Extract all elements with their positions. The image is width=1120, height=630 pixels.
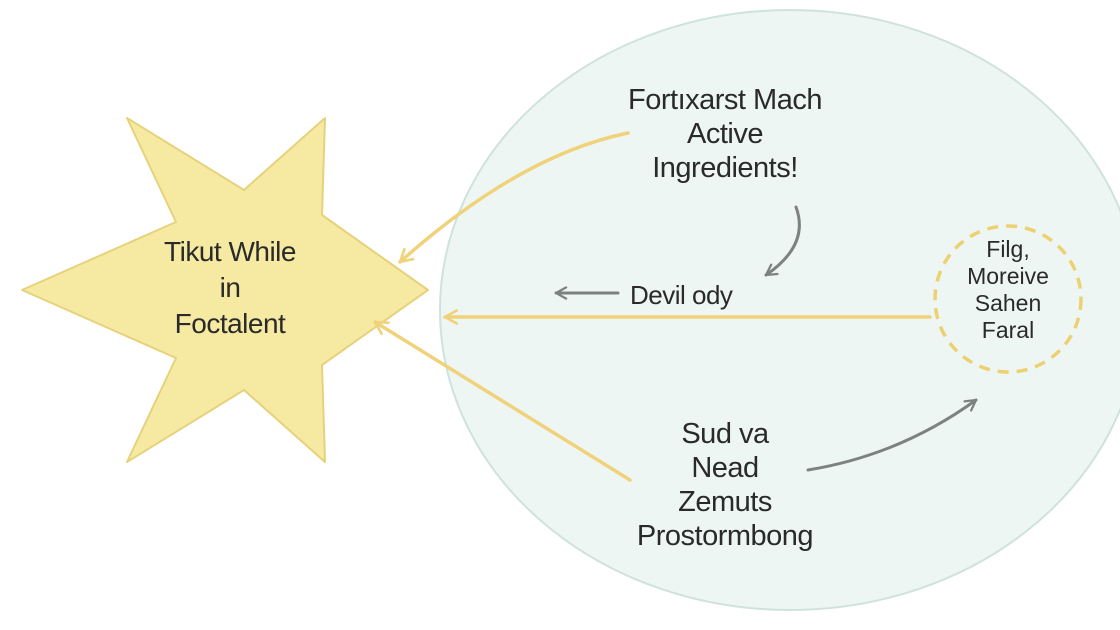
star-shape (21, 117, 429, 463)
ellipse-top-line: Active (687, 118, 763, 150)
circle-label-line: Faral (981, 317, 1035, 343)
ellipse-region (439, 9, 1120, 611)
ellipse-bottom-line: Zemuts (678, 486, 772, 518)
ellipse-bottom-line: Nead (691, 452, 759, 484)
curved-arrow-up-right-icon (806, 398, 978, 472)
dashed-circle (933, 224, 1083, 374)
ellipse-bottom-label: Sud va Nead Zemuts Prostormbong (610, 420, 840, 556)
ellipse-top-line: Fortıxarst Mach (628, 84, 822, 116)
star-label-line: Tikut While (164, 236, 296, 267)
dashed-circle-label: Filg, Moreive Sahen Faral (948, 238, 1068, 346)
ellipse-bottom-line: Sud va (681, 418, 769, 450)
star-label-line: in (219, 272, 241, 303)
ellipse-top-label: Fortıxarst Mach Active Ingredients! (590, 86, 860, 188)
arrow-up-left-icon (373, 320, 632, 482)
star-label: Tikut While in Foctalent (130, 238, 330, 346)
ellipse-middle-text: Devil ody (630, 280, 733, 310)
curved-arrow-left-icon (398, 131, 630, 264)
ellipse-middle-label: Devil ody (630, 282, 770, 308)
circle-label-line: Sahen (974, 290, 1042, 316)
star-label-line: Foctalent (174, 308, 286, 339)
ellipse-top-line: Ingredients! (652, 152, 798, 184)
circle-label-line: Moreive (967, 263, 1049, 289)
ellipse-bottom-line: Prostormbong (636, 520, 814, 552)
curved-arrow-down-icon (764, 205, 801, 277)
circle-label-line: Filg, (986, 236, 1030, 262)
